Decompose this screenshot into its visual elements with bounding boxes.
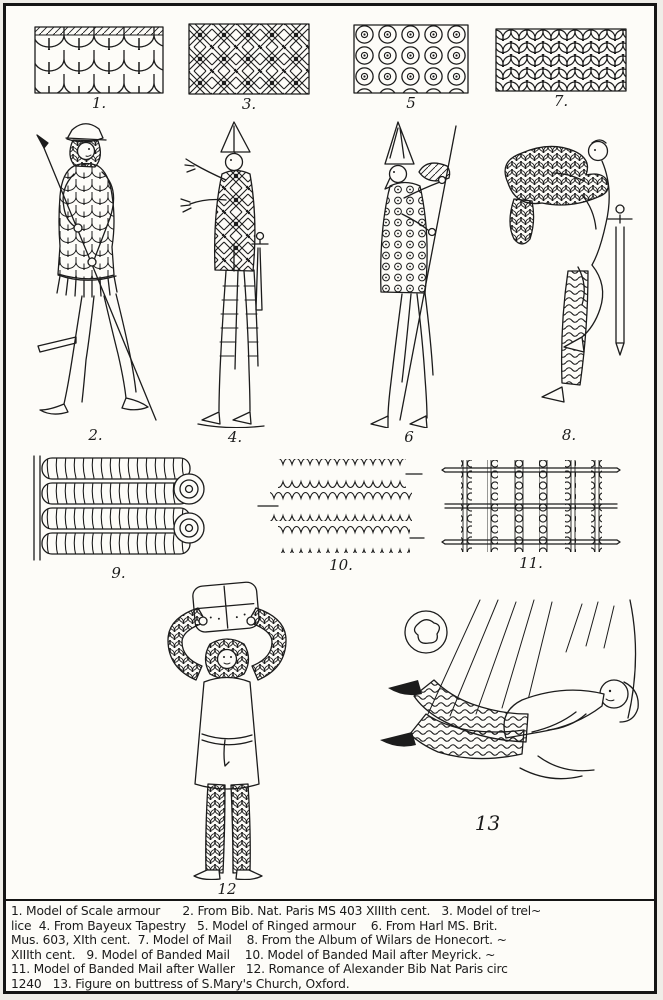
figure-6: 6: [344, 118, 474, 445]
figure-4: 4.: [176, 116, 294, 445]
figure-12: 12: [152, 576, 302, 897]
figure-9: 9.: [26, 452, 211, 581]
figure-11-number: 11.: [519, 554, 543, 572]
mail-swatch-illustration: [495, 28, 627, 92]
caption-line: XIIIth cent. 9. Model of Banded Mail 10.…: [11, 947, 496, 962]
figure-1: 1.: [34, 26, 164, 111]
banded-mail-model-illustration: [33, 455, 205, 561]
ringed-armour-warrior-illustration: [370, 121, 457, 428]
figure-2-number: 2.: [88, 426, 103, 444]
caption-line: 11. Model of Banded Mail after Waller 12…: [11, 962, 508, 976]
figure-2: 2.: [28, 114, 163, 443]
figure-13: 13: [330, 596, 645, 835]
figure-5: 5: [353, 24, 469, 111]
book-plate: 1. 3. 5 7.: [3, 3, 657, 994]
caption-line: lice 4. From Bayeux Tapestry 5. Model of…: [11, 918, 498, 933]
caption-line: 1. Model of Scale armour 2. From Bib. Na…: [11, 904, 542, 918]
banded-mail-meyrick-model-illustration: [257, 459, 425, 553]
figure-8: 8.: [494, 121, 644, 443]
figure-9-number: 9.: [111, 564, 126, 582]
caption-block: 1. Model of Scale armour 2. From Bib. Na…: [6, 899, 654, 991]
buttress-reclining-figure-illustration: [380, 599, 639, 780]
figure-11: 11.: [441, 458, 621, 571]
figure-8-number: 8.: [561, 426, 577, 444]
ringed-armour-swatch-illustration: [353, 24, 469, 94]
figure-1-number: 1.: [91, 94, 107, 112]
figure-7-number: 7.: [553, 92, 569, 110]
caption-line: 1240 13. Figure on buttress of S.Mary's …: [11, 976, 350, 991]
donning-hauberk-figure-illustration: [504, 139, 633, 403]
trellis-armour-swatch-illustration: [188, 23, 310, 95]
banded-mail-waller-model-illustration: [441, 460, 621, 552]
bayeux-warrior-illustration: [180, 121, 269, 428]
figure-10-number: 10.: [329, 556, 353, 574]
scale-armour-swatch-illustration: [34, 26, 164, 94]
figure-7: 7.: [495, 28, 627, 109]
figure-5-number: 5: [406, 94, 416, 112]
figure-3: 3.: [188, 23, 310, 112]
figure-4-number: 4.: [227, 428, 243, 446]
figure-10: 10.: [256, 456, 426, 573]
caption-line: Mus. 603, XIth cent. 7. Model of Mail 8.…: [11, 933, 507, 947]
scale-hauberk-warrior-illustration: [36, 123, 157, 421]
figure-12-number: 12: [217, 880, 237, 898]
figure-3-number: 3.: [241, 95, 257, 113]
knight-raising-helm-illustration: [167, 581, 287, 880]
figure-6-number: 6: [404, 428, 414, 446]
figure-13-number: 13: [474, 811, 501, 835]
